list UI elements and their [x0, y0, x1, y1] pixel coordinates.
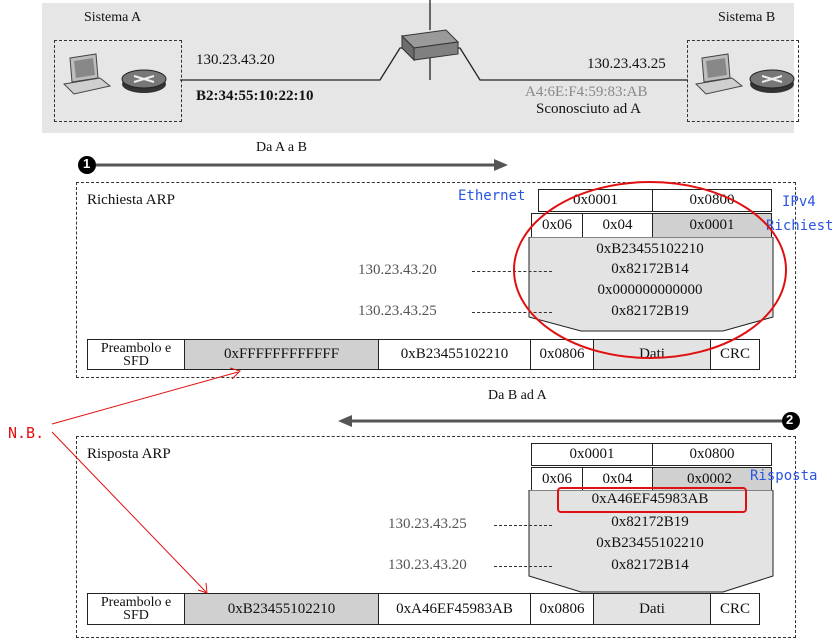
rep-frame-data: Dati: [593, 593, 711, 625]
nb-note: N.B.: [8, 424, 45, 442]
req-sender-ip: 0x82172B14: [611, 261, 689, 277]
arp-request-title: Richiesta ARP: [87, 192, 175, 208]
rep-sender-ip: 0x82172B19: [611, 514, 689, 530]
ip-a-label: 130.23.43.20: [196, 52, 275, 68]
req-frame-preamble: Preambolo e SFD: [87, 339, 185, 370]
switch-icon: [400, 29, 460, 62]
req-sender-mac: 0xB23455102210: [596, 241, 704, 257]
rep-frame-preamble: Preambolo e SFD: [87, 593, 185, 625]
system-a-box: [54, 40, 182, 122]
req-frame-crc: CRC: [710, 339, 760, 370]
rep-target-ip-leader: [494, 566, 552, 567]
network-panel: [42, 3, 794, 133]
req-frame-dest: 0xFFFFFFFFFFFF: [184, 339, 379, 370]
laptop-icon: [62, 53, 112, 95]
rep-sender-ip-leader: [494, 525, 552, 526]
arp-request-box: [76, 182, 796, 378]
rep-target-ip: 0x82172B14: [611, 557, 689, 573]
system-b-box: [687, 40, 799, 122]
rep-sender-mac: 0xA46EF45983AB: [591, 491, 709, 507]
req-frame-type: 0x0806: [530, 339, 594, 370]
req-sender-ip-leader: [472, 271, 552, 272]
mac-b-label: A4:6E:F4:59:83:AB: [525, 84, 648, 100]
req-hlen: 0x06: [531, 213, 583, 238]
req-target-ip-leader: [472, 312, 552, 313]
step-2-arrow: [338, 412, 800, 430]
unknown-note: Sconosciuto ad A: [536, 101, 641, 117]
laptop-icon: [694, 53, 744, 95]
annotation-risposta: Risposta: [750, 468, 818, 484]
laptop-router-icon-a: [62, 53, 167, 95]
step-1-arrow: [78, 156, 508, 174]
req-frame-src: 0xB23455102210: [378, 339, 531, 370]
laptop-router-icon-b: [694, 53, 795, 95]
rep-hw-type: 0x0001: [531, 443, 653, 466]
arp-reply-title: Risposta ARP: [87, 446, 171, 462]
req-target-mac: 0x000000000000: [597, 282, 703, 298]
system-b-label: Sistema B: [718, 10, 776, 25]
step-2-number: 2: [786, 412, 794, 427]
rep-sender-ip-label: 130.23.43.25: [388, 516, 467, 532]
router-icon: [121, 69, 167, 93]
step-1-number: 1: [83, 156, 91, 171]
req-target-ip-label: 130.23.43.25: [358, 303, 437, 319]
annotation-ipv4: IPv4: [782, 194, 816, 210]
ip-b-label: 130.23.43.25: [587, 56, 666, 72]
red-rect-highlight: [557, 487, 747, 513]
rep-target-ip-label: 130.23.43.20: [388, 557, 467, 573]
rep-frame-crc: CRC: [710, 593, 760, 625]
rep-target-mac: 0xB23455102210: [596, 535, 704, 551]
req-payload-shape: [528, 237, 774, 332]
req-sender-ip-label: 130.23.43.20: [358, 262, 437, 278]
router-icon: [749, 69, 795, 93]
mac-a-label: B2:34:55:10:22:10: [196, 88, 314, 104]
req-target-ip: 0x82172B19: [611, 303, 689, 319]
rep-payload-shape: [528, 490, 774, 593]
network-cabling: [180, 0, 688, 81]
system-a-label: Sistema A: [84, 10, 142, 25]
rep-frame-dest: 0xB23455102210: [184, 593, 379, 625]
step-1-direction: Da A a B: [256, 140, 307, 155]
step-2-direction: Da B ad A: [488, 388, 547, 403]
rep-proto-type: 0x0800: [652, 443, 772, 466]
annotation-ethernet: Ethernet: [458, 188, 526, 204]
rep-frame-src: 0xA46EF45983AB: [378, 593, 531, 625]
annotation-richiesta: Richiest: [766, 218, 834, 234]
red-ellipse-highlight: [513, 181, 787, 359]
rep-frame-type: 0x0806: [530, 593, 594, 625]
